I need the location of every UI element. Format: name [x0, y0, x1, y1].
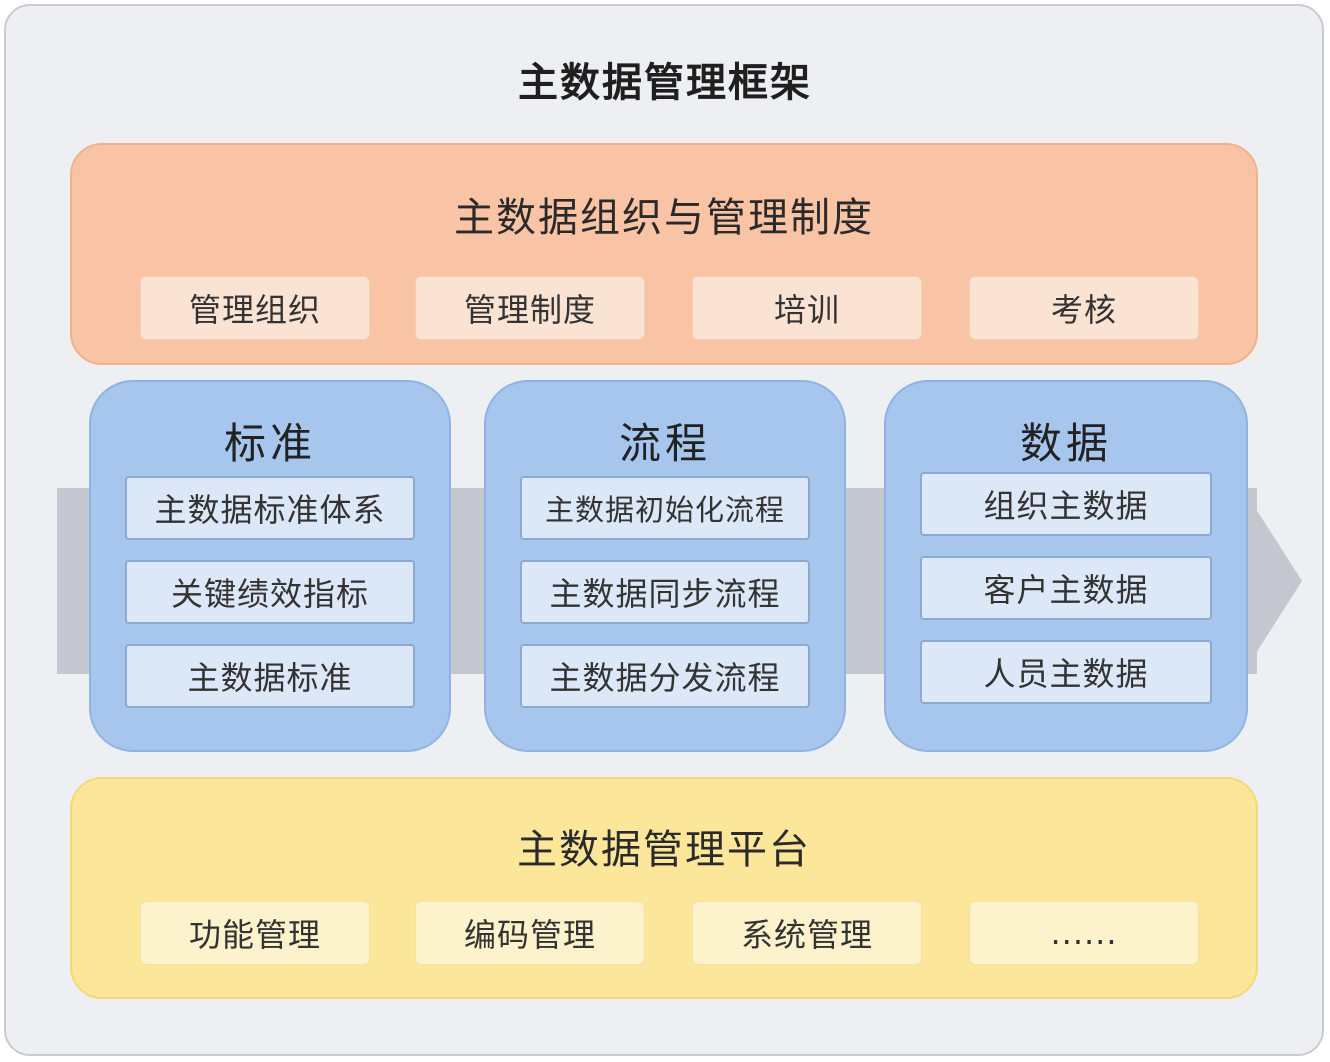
pillar-data-item: 客户主数据 — [920, 556, 1212, 620]
bottom-item-function-management: 功能管理 — [140, 901, 370, 965]
pillar-process-item: 主数据分发流程 — [520, 644, 810, 708]
bottom-item-code-management: 编码管理 — [415, 901, 645, 965]
pillar-data-item: 组织主数据 — [920, 472, 1212, 536]
pillar-standard: 标准 主数据标准体系 关键绩效指标 主数据标准 — [89, 380, 451, 752]
pillar-standard-title: 标准 — [223, 419, 316, 468]
top-item-training: 培训 — [692, 276, 922, 340]
pillar-process-item: 主数据同步流程 — [520, 560, 810, 624]
pillar-process-title: 流程 — [618, 419, 711, 468]
bottom-item-more: ...... — [969, 901, 1199, 965]
organization-policy-band: 主数据组织与管理制度 管理组织 管理制度 培训 考核 — [70, 143, 1258, 365]
flow-arrow-head — [1240, 484, 1302, 678]
pillar-standard-item: 主数据标准 — [125, 644, 415, 708]
pillar-process-item: 主数据初始化流程 — [520, 476, 810, 540]
top-item-assessment: 考核 — [969, 276, 1199, 340]
pillar-data-title: 数据 — [1019, 419, 1112, 468]
pillar-data: 数据 组织主数据 客户主数据 人员主数据 — [884, 380, 1248, 752]
bottom-item-system-management: 系统管理 — [692, 901, 922, 965]
organization-policy-title: 主数据组织与管理制度 — [454, 195, 874, 241]
platform-band: 主数据管理平台 功能管理 编码管理 系统管理 ...... — [70, 777, 1258, 999]
pillar-process: 流程 主数据初始化流程 主数据同步流程 主数据分发流程 — [484, 380, 846, 752]
top-item-management-org: 管理组织 — [140, 276, 370, 340]
pillar-data-item: 人员主数据 — [920, 640, 1212, 704]
pillar-standard-item: 关键绩效指标 — [125, 560, 415, 624]
pillar-standard-item: 主数据标准体系 — [125, 476, 415, 540]
top-item-management-policy: 管理制度 — [415, 276, 645, 340]
diagram-title: 主数据管理框架 — [518, 60, 812, 106]
platform-title: 主数据管理平台 — [517, 827, 811, 873]
